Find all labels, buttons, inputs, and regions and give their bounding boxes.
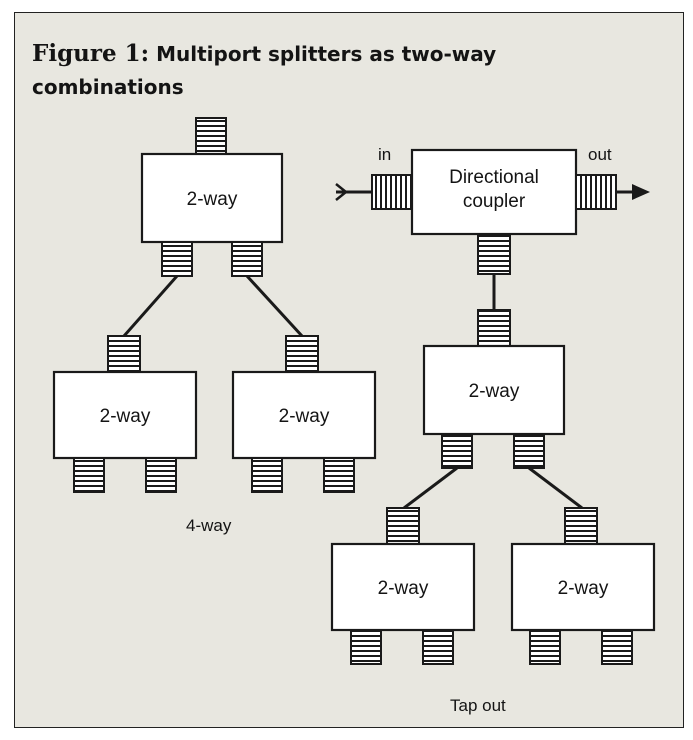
tap-out-label: Tap out bbox=[450, 696, 506, 715]
cable bbox=[403, 466, 458, 510]
output-arrow bbox=[632, 184, 650, 200]
figure-label: Figure 1: bbox=[32, 40, 150, 67]
out-label: out bbox=[588, 145, 612, 164]
splitter-box bbox=[231, 370, 377, 460]
splitter-box bbox=[140, 152, 284, 244]
connector bbox=[529, 629, 561, 665]
splitter-label: 2-way bbox=[187, 189, 238, 210]
splitter-box bbox=[330, 542, 476, 632]
figure-caption: Figure 1: Multiport splitters as two-way… bbox=[32, 38, 632, 104]
connector bbox=[161, 241, 193, 277]
connector bbox=[386, 507, 420, 545]
cable bbox=[245, 274, 304, 338]
connector bbox=[513, 433, 545, 469]
connector bbox=[350, 629, 382, 665]
connector bbox=[145, 457, 177, 493]
connector bbox=[564, 507, 598, 545]
four-way-label: 4-way bbox=[186, 516, 232, 535]
splitter-label: 2-way bbox=[469, 381, 520, 402]
connector bbox=[73, 457, 105, 493]
connector bbox=[323, 457, 355, 493]
coupler-label-line2: coupler bbox=[463, 191, 526, 212]
connector bbox=[601, 629, 633, 665]
connector bbox=[195, 117, 227, 155]
splitter-label: 2-way bbox=[558, 578, 609, 599]
splitter-box bbox=[52, 370, 198, 460]
splitter-label: 2-way bbox=[279, 406, 330, 427]
coupler-label-line1: Directional bbox=[449, 167, 539, 188]
splitter-box bbox=[422, 344, 566, 436]
cable bbox=[122, 275, 179, 337]
input-connector bbox=[371, 174, 413, 210]
splitter-label: 2-way bbox=[378, 578, 429, 599]
splitter-box bbox=[510, 542, 656, 632]
directional-coupler-box bbox=[410, 148, 578, 236]
cable bbox=[528, 466, 583, 510]
connector bbox=[107, 335, 141, 373]
figure-title: Multiport splitters as two-way combinati… bbox=[32, 42, 497, 99]
connector bbox=[422, 629, 454, 665]
connector bbox=[441, 433, 473, 469]
input-arrow-tail bbox=[335, 183, 349, 201]
connector bbox=[285, 335, 319, 373]
connector bbox=[477, 309, 511, 347]
connector bbox=[231, 241, 263, 277]
output-connector bbox=[575, 174, 617, 210]
splitter-label: 2-way bbox=[100, 406, 151, 427]
connector bbox=[251, 457, 283, 493]
in-label: in bbox=[378, 145, 391, 164]
connector bbox=[477, 233, 511, 275]
